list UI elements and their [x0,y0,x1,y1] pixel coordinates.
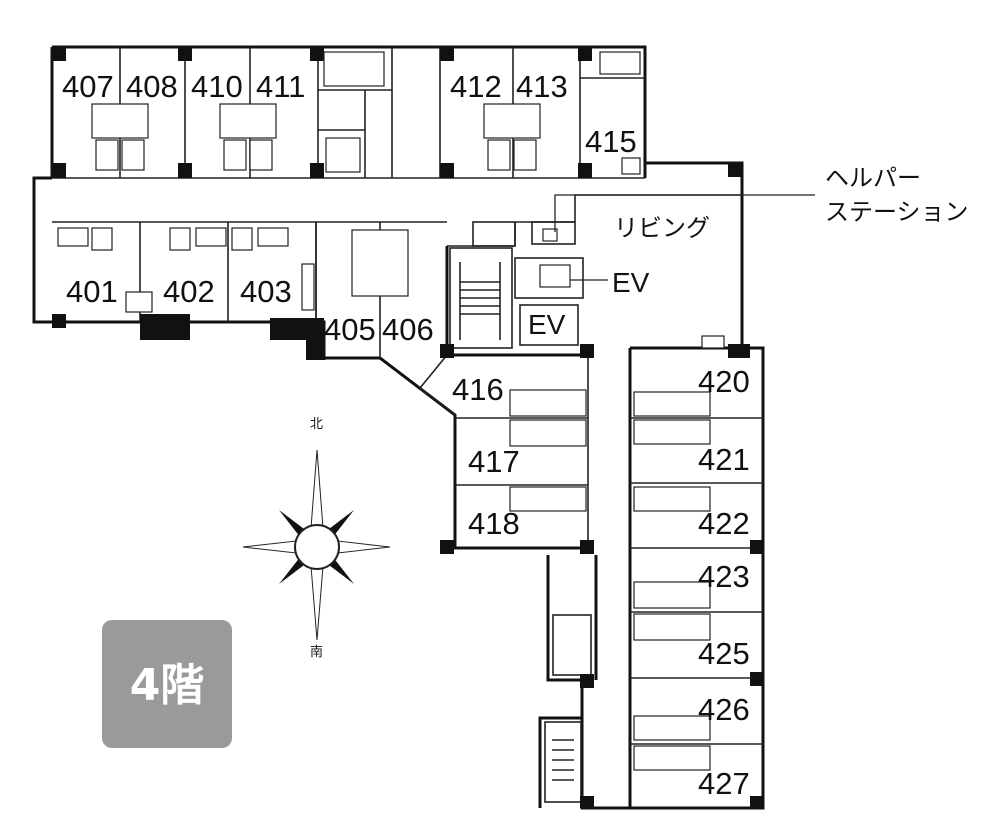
compass-rose: 北 南 [242,417,391,660]
floor-badge: 4階 [102,620,232,748]
stairwell-north [449,221,516,349]
room-425-label: 425 [698,636,750,671]
elevator-label-2: EV [528,309,566,340]
room-401-label: 401 [66,274,118,309]
room-405-label: 405 [324,312,376,347]
room-412-label: 412 [450,69,502,104]
elevator-shafts [514,257,584,346]
room-labels: 407 408 410 411 412 413 415 401 402 403 … [62,69,750,801]
room-415-label: 415 [585,124,637,159]
room-407-label: 407 [62,69,114,104]
room-411-label: 411 [256,69,305,104]
elevator-label-1: EV [612,267,650,298]
room-421-label: 421 [698,442,750,477]
room-418-label: 418 [468,506,520,541]
room-422-label: 422 [698,506,750,541]
helper-station-leader-line [554,194,815,232]
helper-station-label-line1: ヘルパー [825,164,921,192]
living-room-label: リビング [614,214,710,242]
bathroom-fixtures [57,51,725,771]
room-427-label: 427 [698,766,750,801]
structural-pillars [52,47,763,808]
compass-south-label: 南 [310,644,323,660]
helper-station-label-line2: ステーション [825,198,969,226]
central-rooms-partitions [419,354,588,486]
facility-labels: リビング ヘルパー ステーション EV EV [528,164,969,340]
room-426-label: 426 [698,692,750,727]
compass-north-label: 北 [310,417,323,432]
room-406-label: 406 [382,312,434,347]
room-410-label: 410 [191,69,243,104]
room-423-label: 423 [698,559,750,594]
stairwell-south [544,614,592,803]
room-420-label: 420 [698,364,750,399]
room-413-label: 413 [516,69,568,104]
room-408-label: 408 [126,69,178,104]
north-corridor [52,221,575,247]
room-402-label: 402 [163,274,215,309]
room-403-label: 403 [240,274,292,309]
room-417-label: 417 [468,444,520,479]
room-416-label: 416 [452,372,504,407]
floor-badge-label: 4階 [130,660,205,711]
